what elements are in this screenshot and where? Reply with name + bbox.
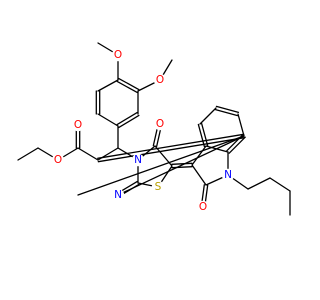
- bond-line: [199, 107, 217, 125]
- atom-o-ome2: O: [153, 73, 167, 87]
- bond-line: [269, 177, 291, 192]
- bond-line: [116, 80, 138, 94]
- bond-line: [97, 137, 245, 163]
- bond-line: [226, 134, 244, 152]
- atom-symbol: S: [155, 181, 162, 193]
- atom-symbol: O: [114, 49, 122, 61]
- bond-line: [214, 108, 239, 117]
- bond-line: [237, 113, 245, 137]
- bond-layer: [17, 42, 291, 216]
- bond-line: [116, 111, 138, 126]
- bond-line: [171, 162, 193, 165]
- atom-background: [196, 200, 210, 214]
- atom-n-ring: N: [131, 153, 145, 167]
- atom-symbol: O: [156, 118, 164, 130]
- atom-symbol: N: [134, 154, 142, 166]
- atom-background: [111, 188, 125, 202]
- atom-symbol: O: [199, 201, 207, 213]
- bond-line: [77, 147, 99, 161]
- bond-line: [117, 135, 245, 196]
- bond-line: [77, 135, 245, 196]
- bond-line: [215, 105, 240, 114]
- bond-line: [247, 177, 271, 190]
- atom-background: [51, 153, 65, 167]
- atom-symbol: N: [224, 169, 232, 181]
- atom-o-ester2: O: [51, 153, 65, 167]
- atom-background: [153, 117, 167, 131]
- atom-o-keto: O: [153, 117, 167, 131]
- atom-o-lactam: O: [196, 200, 210, 214]
- atom-background: [71, 118, 85, 132]
- bond-line: [97, 79, 119, 92]
- bond-line: [154, 145, 173, 167]
- bond-line: [191, 145, 207, 166]
- atom-o-ester1: O: [71, 118, 85, 132]
- atom-symbol: O: [54, 154, 62, 166]
- bond-line: [118, 77, 140, 91]
- bond-line: [171, 166, 193, 169]
- atom-o-ome1: O: [111, 48, 125, 62]
- bond-line: [205, 145, 229, 153]
- bond-line: [17, 147, 39, 161]
- atom-symbol: N: [114, 189, 122, 201]
- bond-line: [97, 113, 119, 127]
- atom-n-indole: N: [221, 168, 235, 182]
- bond-line: [97, 133, 245, 159]
- atom-background: [151, 180, 165, 194]
- atom-symbol: O: [156, 74, 164, 86]
- bond-line: [118, 114, 140, 129]
- bond-line: [197, 123, 206, 148]
- atom-s-ring: S: [151, 180, 165, 194]
- atom-n-pyr: N: [111, 188, 125, 202]
- atom-background: [111, 48, 125, 62]
- bond-line: [200, 122, 209, 147]
- atom-background: [131, 153, 145, 167]
- bond-line: [191, 164, 207, 186]
- atom-background: [153, 73, 167, 87]
- molecule-structure-diagram: O O O O O O N N N S: [17, 42, 291, 216]
- atom-symbol: O: [74, 119, 82, 131]
- atom-background: [221, 168, 235, 182]
- bond-line: [228, 136, 246, 154]
- atom-label-layer: O O O O O O N N N S: [51, 48, 235, 214]
